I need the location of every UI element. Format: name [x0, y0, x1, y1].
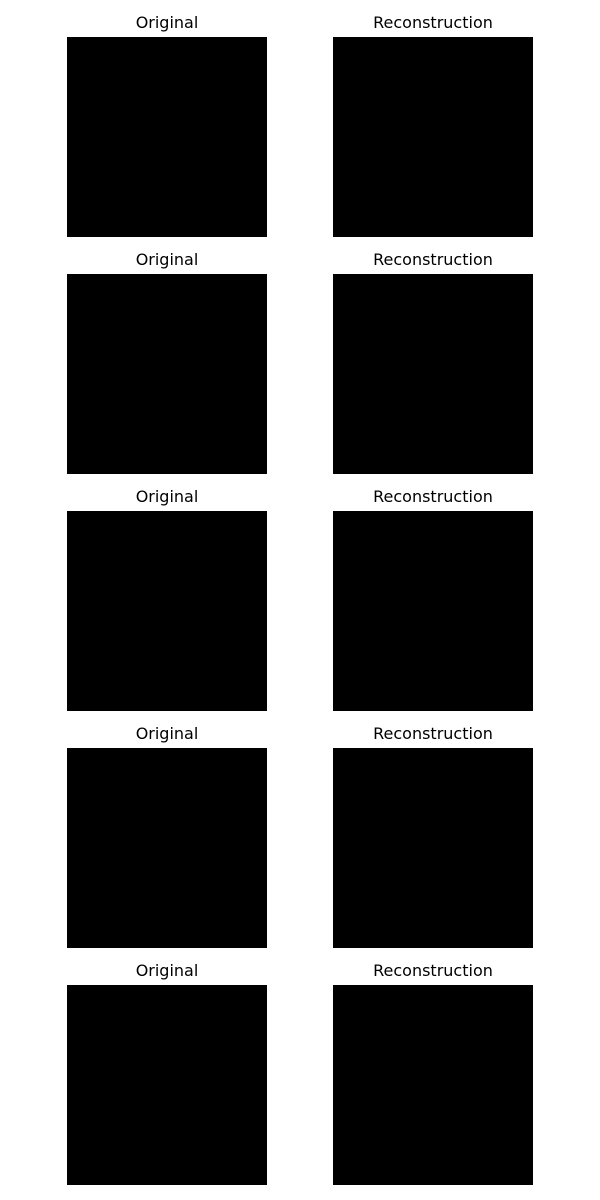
reconstruction-title: Reconstruction: [373, 13, 493, 32]
reconstruction-image: [333, 985, 533, 1185]
original-title: Original: [135, 13, 199, 32]
original-image: [67, 37, 267, 237]
original-panel: Original: [67, 237, 267, 474]
reconstruction-panel: Reconstruction: [333, 711, 533, 948]
original-image: [67, 511, 267, 711]
original-panel: Original: [67, 711, 267, 948]
original-panel: Original: [67, 948, 267, 1185]
original-image: [67, 274, 267, 474]
reconstruction-panel: Reconstruction: [333, 237, 533, 474]
reconstruction-panel: Reconstruction: [333, 474, 533, 711]
reconstruction-title: Reconstruction: [373, 487, 493, 506]
original-title: Original: [135, 724, 199, 743]
reconstruction-title: Reconstruction: [373, 961, 493, 980]
reconstruction-image: [333, 748, 533, 948]
original-title: Original: [135, 961, 199, 980]
reconstruction-image: [333, 511, 533, 711]
original-panel: Original: [67, 474, 267, 711]
original-panel: Original: [67, 0, 267, 237]
reconstruction-panel: Reconstruction: [333, 0, 533, 237]
reconstruction-image: [333, 37, 533, 237]
reconstruction-title: Reconstruction: [373, 250, 493, 269]
reconstruction-panel: Reconstruction: [333, 948, 533, 1185]
reconstruction-title: Reconstruction: [373, 724, 493, 743]
original-image: [67, 985, 267, 1185]
original-image: [67, 748, 267, 948]
reconstruction-image: [333, 274, 533, 474]
original-title: Original: [135, 250, 199, 269]
original-title: Original: [135, 487, 199, 506]
